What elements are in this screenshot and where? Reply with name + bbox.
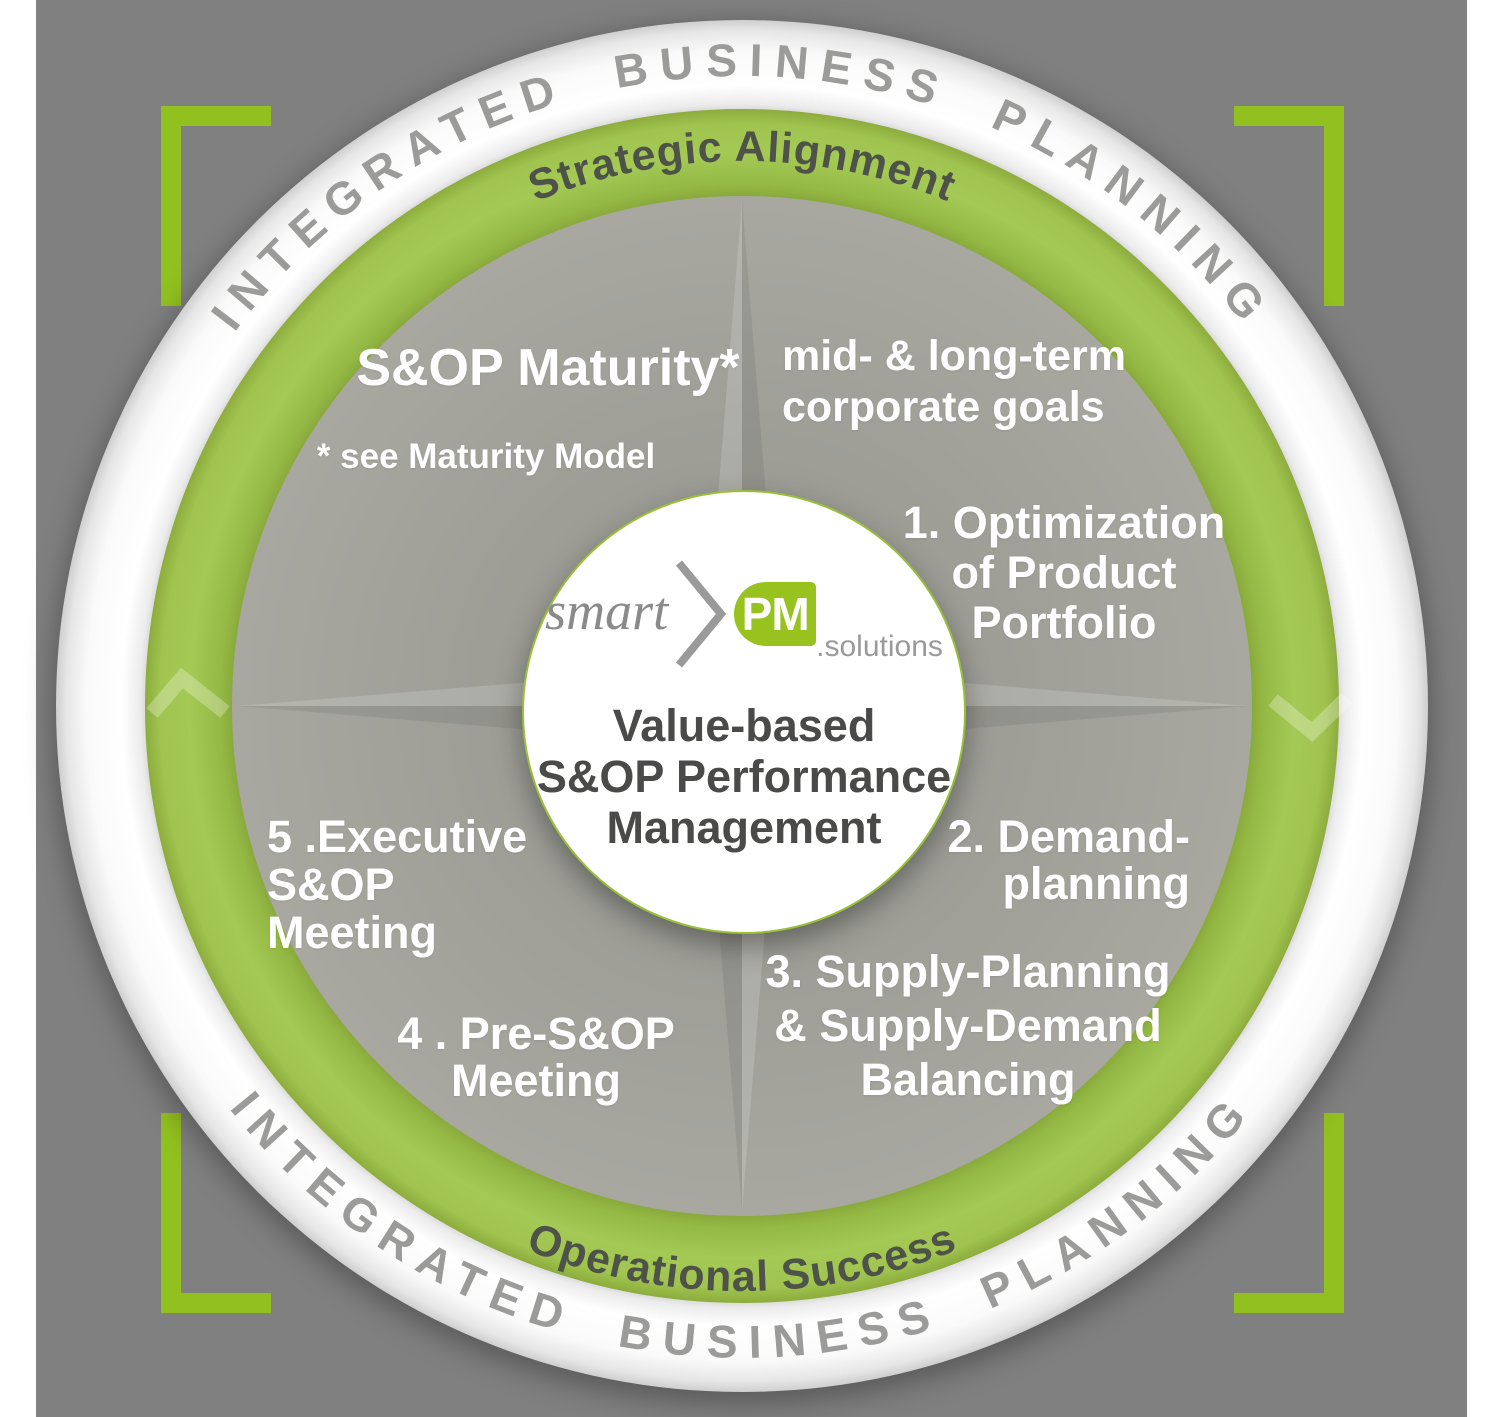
bracket-bottom-left-icon: [161, 1113, 271, 1313]
step3-line3: Balancing: [860, 1054, 1076, 1105]
step3-line2: & Supply-Demand: [774, 1000, 1162, 1051]
center-hub: smart PM .solutions Value-based S&OP Per…: [522, 490, 966, 934]
logo-pm-text: PM: [741, 588, 810, 640]
chevron-up-icon: [146, 667, 230, 718]
center-title: Value-based S&OP Performance Management: [537, 700, 951, 853]
smartpm-logo: smart PM .solutions: [545, 558, 943, 670]
step4-line1: 4 . Pre-S&OP: [397, 1008, 675, 1059]
step3-supply-planning: 3. Supply-Planning & Supply-Demand Balan…: [765, 945, 1170, 1107]
center-title-line2: S&OP Performance: [536, 751, 952, 802]
step1-line1: 1. Optimization: [902, 497, 1226, 548]
step4-line2: Meeting: [450, 1055, 622, 1106]
step2-line1: 2. Demand-: [947, 811, 1190, 862]
bracket-bottom-right-icon: [1234, 1113, 1344, 1313]
step2-line2: planning: [1002, 858, 1190, 909]
corporate-goals-label: mid- & long-term corporate goals: [782, 331, 1126, 433]
step1-line3: Portfolio: [971, 597, 1157, 648]
step5-line1: 5 .Executive: [267, 811, 528, 862]
sop-maturity-title: S&OP Maturity*: [356, 339, 740, 397]
step1-product-portfolio: 1. Optimization of Product Portfolio: [903, 498, 1226, 648]
step5-executive-meeting: 5 .Executive S&OP Meeting: [267, 813, 527, 957]
chevron-down-icon: [1268, 692, 1353, 743]
center-title-line1: Value-based: [612, 700, 876, 751]
step5-line3: Meeting: [267, 907, 438, 958]
logo-pm-badge: PM: [734, 582, 817, 646]
step3-line1: 3. Supply-Planning: [765, 946, 1171, 997]
corner-brackets: [161, 106, 1344, 1313]
maturity-model-note: * see Maturity Model: [316, 437, 656, 476]
bracket-top-right-icon: [1234, 106, 1344, 306]
logo-solutions-text: .solutions: [816, 630, 943, 663]
corporate-goals-line2: corporate goals: [782, 383, 1105, 431]
bracket-top-left-icon: [161, 106, 271, 306]
step2-demand-planning: 2. Demand- planning: [947, 813, 1190, 907]
corporate-goals-line1: mid- & long-term: [782, 332, 1126, 380]
logo-chevron-icon: [676, 560, 727, 668]
logo-smart-text: smart: [545, 581, 669, 641]
center-title-line3: Management: [606, 802, 882, 853]
step4-pre-sop-meeting: 4 . Pre-S&OP Meeting: [397, 1010, 675, 1104]
step5-line2: S&OP: [267, 859, 395, 910]
step1-line2: of Product: [951, 547, 1177, 598]
